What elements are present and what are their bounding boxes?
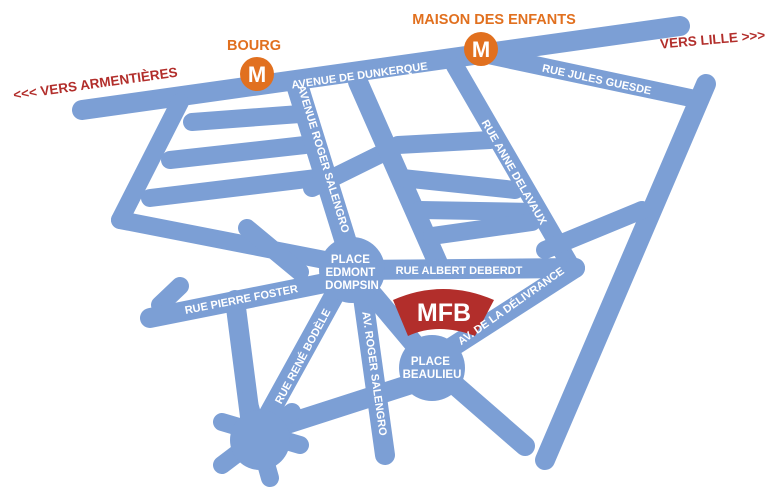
metro-station-bourg[interactable]: BOURG M <box>227 38 281 91</box>
road-west-cross <box>238 219 309 281</box>
road-west-stub <box>151 277 189 314</box>
place-edmont-dompsin-label: PLACE EDMONT DOMPSIN <box>325 254 379 292</box>
road-west-link-2 <box>161 136 314 169</box>
road-west-to-place <box>111 211 344 271</box>
place-beaulieu-line-1: PLACE <box>411 356 450 368</box>
road-network <box>72 16 716 487</box>
street-label-rue-rene-bodele: RUE RENÉ BODÈLE <box>272 307 333 406</box>
road-east-link-3 <box>411 201 544 221</box>
road-east-link-4 <box>423 213 541 245</box>
road-rue-albert-thomas <box>535 74 716 470</box>
mfb-destination-marker[interactable]: MFB <box>393 289 494 336</box>
road-east-link-2 <box>393 169 524 199</box>
place-edmont-dompsin-line-2: EDMONT <box>325 267 375 279</box>
station-name-maison-des-enfants: MAISON DES ENFANTS <box>412 12 576 28</box>
street-label-rue-albert-deberdt: RUE ALBERT DEBERDT <box>396 265 523 277</box>
place-edmont-dompsin-line-3: DOMPSIN <box>325 280 379 292</box>
road-rue-jules-guesde <box>479 46 709 109</box>
road-west-diagonal <box>111 93 189 229</box>
street-label-avenue-roger-salengro: AVENUE ROGER SALENGRO <box>295 84 352 235</box>
road-rue-albert-deberdt <box>345 258 585 280</box>
place-edmont-dompsin-line-1: PLACE <box>331 254 370 266</box>
place-beaulieu-circle <box>399 335 465 401</box>
place-beaulieu-label: PLACE BEAULIEU <box>403 356 462 381</box>
road-central-link <box>303 143 394 197</box>
place-beaulieu-line-2: BEAULIEU <box>403 369 462 381</box>
road-rue-anne-delavaux <box>446 57 581 277</box>
road-east-link-5 <box>536 201 651 259</box>
place-edmont-dompsin-circle <box>319 237 385 303</box>
mfb-label: MFB <box>417 299 471 327</box>
metro-icon <box>240 57 274 91</box>
metro-symbol-bourg: M <box>248 62 266 87</box>
metro-icon <box>464 32 498 66</box>
road-av-de-la-delivrance <box>422 258 585 370</box>
road-west-link-1 <box>183 105 309 131</box>
metro-station-maison-des-enfants[interactable]: MAISON DES ENFANTS M <box>412 12 576 66</box>
road-east-link-1 <box>389 131 499 154</box>
road-rue-rene-bodele <box>250 275 350 440</box>
road-rue-pierre-foster <box>140 270 350 328</box>
mfb-shape <box>393 289 494 336</box>
metro-symbol-maison-des-enfants: M <box>472 37 490 62</box>
road-av-roger-salengro-south <box>352 280 395 465</box>
road-west-link-3 <box>141 169 325 207</box>
station-name-bourg: BOURG <box>227 38 281 54</box>
roundabout-south-west <box>230 410 290 470</box>
